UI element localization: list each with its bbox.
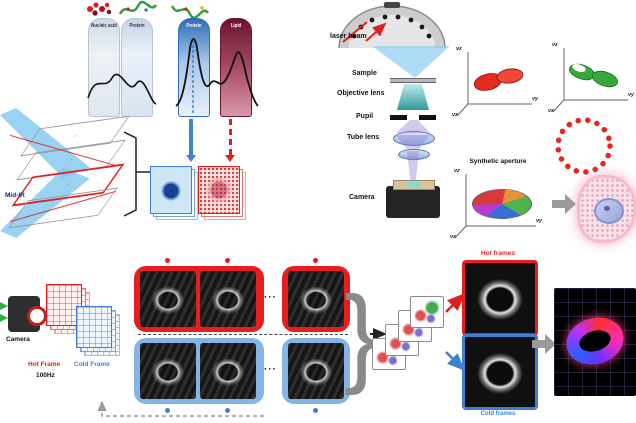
phase-image-cluster (372, 296, 444, 372)
bar-label: Lipid (230, 23, 242, 29)
bar-label: Nucleic acid (91, 23, 117, 29)
pupil-aperture-left (390, 115, 407, 120)
hot-frame-label: Hot Frame (28, 361, 61, 368)
hot-row-ellipsis: ··· (264, 292, 277, 303)
laser-beam-label: laser beam (330, 33, 367, 40)
protein-molecule-icon (170, 5, 210, 19)
hot-interferogram (200, 271, 256, 327)
axis-x-label: νx (548, 108, 555, 114)
cold-interferogram (140, 343, 196, 399)
sync-feedback-line (97, 400, 264, 417)
absorption-spectrum-curve (87, 38, 259, 114)
relay-lens-shape (398, 149, 430, 160)
cold-pulse-marker (165, 408, 170, 413)
synthetic-aperture-dotted-circle (555, 117, 613, 175)
protein-channel-arrow (186, 119, 196, 162)
hot-branch-arrow (445, 293, 465, 313)
cold-pulse-marker (313, 408, 318, 413)
tube-lens-shape (393, 131, 435, 146)
rate-label: 100Hz (36, 372, 55, 379)
tissue-to-cells-bracket (123, 131, 150, 217)
cold-reconstruction-image (462, 334, 538, 410)
frame-alternation-dashes (138, 334, 348, 335)
axis-z-label: νz (456, 46, 462, 52)
phase-image-stack (150, 166, 198, 220)
hot-interferogram (140, 271, 196, 327)
laser-beam-arrow (365, 22, 387, 42)
bar-label: Protein (186, 23, 202, 29)
axis-y-label: νy (532, 96, 539, 102)
axis-x-label: νx (450, 234, 457, 240)
synthetic-aperture-plot: νz νy νx (450, 166, 546, 244)
reconstructed-cell-image (580, 178, 634, 240)
pupil-aperture-right (419, 115, 436, 120)
nucleolus (604, 206, 610, 211)
camera-label: Camera (349, 194, 375, 201)
illumination-cone (372, 46, 450, 78)
cold-result-label: Cold frames (480, 411, 516, 417)
kspace-plot-green: νz νy νx (548, 42, 636, 120)
sample-slide (390, 78, 436, 83)
ir-pulse-marker (313, 258, 318, 263)
hot-interferogram (288, 271, 344, 327)
nucleic-acid-spectrum-bar: Nucleic acid (88, 18, 120, 117)
pupil-label: Pupil (356, 113, 374, 120)
axis-y-label: νy (628, 92, 635, 98)
axis-y-label: νy (536, 218, 543, 224)
objective-lens-label: Objective lens (337, 90, 385, 97)
workflow-camera-label: Camera (6, 336, 30, 343)
kspace-plot-red: νz νy νx (452, 46, 542, 124)
cold-row-ellipsis: ··· (264, 364, 277, 375)
to-phase-stack-arrow (370, 328, 387, 340)
protein-absorption-bar: Protein (178, 18, 210, 117)
axis-z-label: νz (454, 168, 460, 174)
highspeed-camera-icon (8, 296, 47, 332)
photothermal-cell-image (198, 166, 240, 214)
phase-cell-image (150, 166, 192, 214)
cold-interferogram (288, 343, 344, 399)
input-beam-arrow (0, 302, 8, 310)
cold-frame-label: Cold Frame (74, 361, 110, 368)
final-block-arrow (532, 334, 558, 354)
result-block-arrow (552, 194, 578, 214)
cold-branch-arrow (445, 351, 465, 371)
lipid-channel-arrow (225, 119, 235, 162)
camera-body (386, 186, 440, 218)
cold-pulse-marker (225, 408, 230, 413)
cell-nucleus (594, 198, 624, 224)
frames-brace: } (344, 275, 379, 397)
nucleic-acid-molecule-icon (87, 2, 112, 16)
hot-result-label: Hot frames (481, 250, 515, 257)
camera-sensor (407, 182, 419, 187)
hot-reconstruction-image (462, 260, 538, 336)
final-3d-render (554, 288, 636, 396)
detection-beam (396, 120, 430, 188)
tube-lens-label: Tube lens (347, 134, 380, 141)
midir-label: Mid-IR (5, 192, 25, 199)
axis-z-label: νz (552, 42, 558, 48)
lipid-absorption-bar: Lipid (220, 18, 252, 117)
ir-pulse-marker (225, 258, 230, 263)
sample-label: Sample (352, 70, 377, 77)
cold-interferogram (200, 343, 256, 399)
synthetic-aperture-label: Synthetic aperture (469, 158, 527, 165)
ir-pulse-marker (165, 258, 170, 263)
axis-x-label: νx (452, 112, 459, 118)
condenser-dome (338, 2, 446, 49)
input-beam-arrow (0, 314, 8, 322)
protein-molecule-icon (118, 0, 158, 15)
photothermal-image-stack (198, 166, 246, 220)
bar-label: Protein (129, 23, 145, 29)
protein-spectrum-bar: Protein (121, 18, 153, 117)
